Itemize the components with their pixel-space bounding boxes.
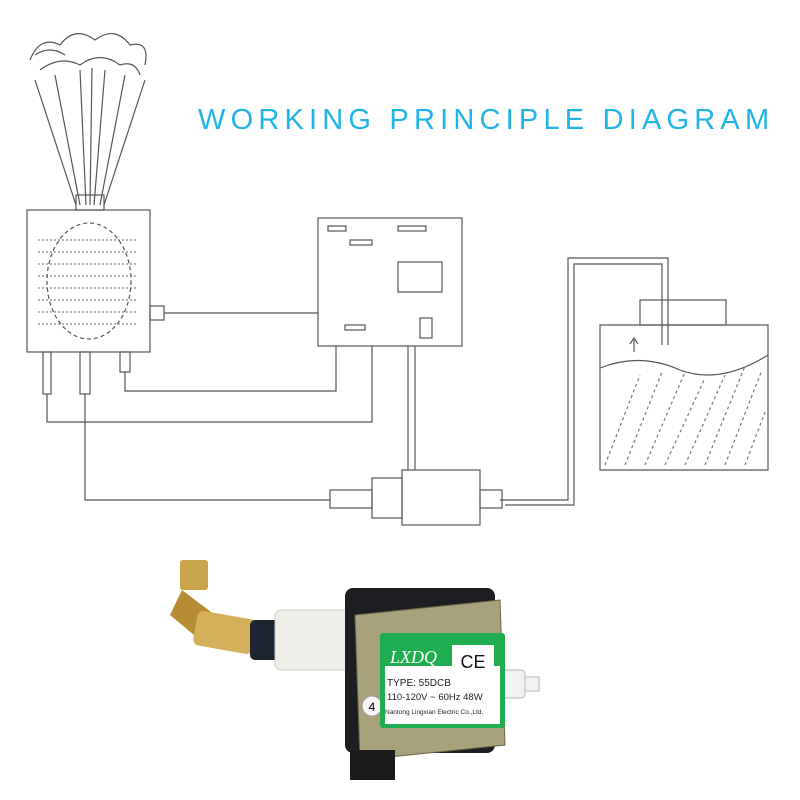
- type-text: TYPE: 55DCB: [387, 678, 451, 689]
- brand-logo: LXDQ: [389, 647, 437, 667]
- control-box: [317, 217, 463, 347]
- brass-fitting: [180, 560, 208, 590]
- pump-schematic: [329, 469, 503, 526]
- side-number: 4: [369, 700, 376, 714]
- fog-nozzle: [34, 67, 146, 211]
- product-label: LXDQ CE TYPE: 55DCB 110-120V ~ 60Hz 48W …: [380, 633, 505, 728]
- pump-photo: 4 LXDQ CE TYPE: 55DCB 110-120V ~ 60Hz 48…: [170, 560, 540, 780]
- maker-text: Nantong Lingxian Electric Co.,Ltd.: [385, 709, 483, 716]
- fog-cloud: [29, 33, 147, 76]
- heater-block: [26, 209, 165, 395]
- wiring: [46, 257, 669, 506]
- water-tank: [599, 299, 769, 471]
- diagram-title: WORKING PRINCIPLE DIAGRAM: [198, 104, 775, 136]
- rating-text: 110-120V ~ 60Hz 48W: [387, 692, 483, 703]
- ce-mark: CE: [460, 652, 485, 672]
